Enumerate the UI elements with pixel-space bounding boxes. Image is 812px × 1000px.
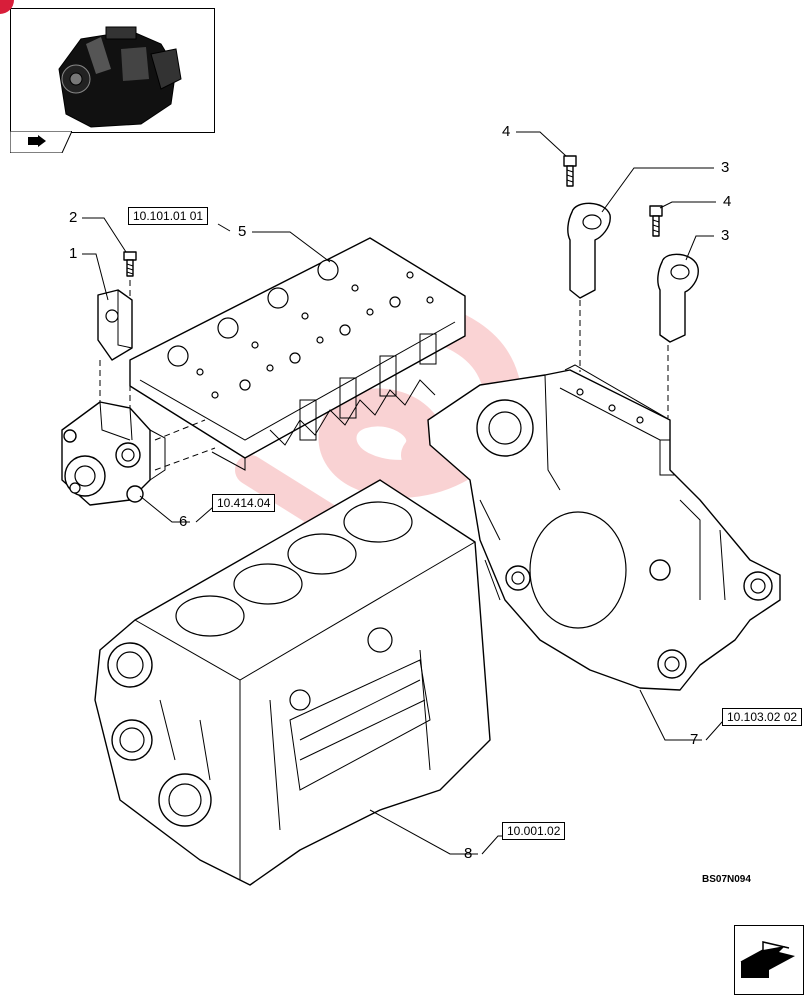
callout-3a: 3 bbox=[721, 159, 730, 176]
leader-lines bbox=[82, 131, 728, 855]
engine-thumbnail-icon bbox=[58, 26, 182, 128]
flywheel-housing[interactable] bbox=[427, 364, 781, 691]
engine-thumbnail[interactable] bbox=[10, 8, 215, 133]
callout-7: 7 bbox=[690, 731, 699, 748]
cylinder-block[interactable] bbox=[94, 479, 491, 886]
ref-link-cylinder-head[interactable]: 10.101.01 01 bbox=[128, 207, 209, 225]
callout-4a: 4 bbox=[502, 123, 511, 140]
front-bracket-bolt[interactable] bbox=[123, 251, 137, 277]
callout-1: 1 bbox=[69, 245, 78, 262]
rear-eye-bolt-right[interactable] bbox=[649, 205, 663, 237]
front-lifting-bracket[interactable] bbox=[97, 289, 133, 361]
drawing-code: BS07N094 bbox=[702, 874, 751, 885]
next-page-arrow-icon bbox=[740, 941, 795, 978]
callout-5: 5 bbox=[238, 223, 247, 240]
rear-lifting-eye-right[interactable] bbox=[657, 253, 699, 343]
callout-3b: 3 bbox=[721, 227, 730, 244]
thumbnail-tab bbox=[10, 131, 72, 153]
next-page-button[interactable] bbox=[734, 925, 804, 995]
water-pump[interactable] bbox=[61, 401, 166, 506]
callout-8: 8 bbox=[464, 845, 473, 862]
rear-eye-bolt-left[interactable] bbox=[563, 155, 577, 187]
rear-lifting-eye-left[interactable] bbox=[567, 202, 611, 299]
ref-link-flywheel-housing[interactable]: 10.103.02 02 bbox=[722, 708, 803, 726]
ref-link-water-pump[interactable]: 10.414.04 bbox=[212, 494, 276, 512]
callout-2: 2 bbox=[69, 209, 78, 226]
ref-link-cylinder-block[interactable]: 10.001.02 bbox=[502, 822, 566, 840]
callout-6: 6 bbox=[179, 513, 188, 530]
callout-4b: 4 bbox=[723, 193, 732, 210]
